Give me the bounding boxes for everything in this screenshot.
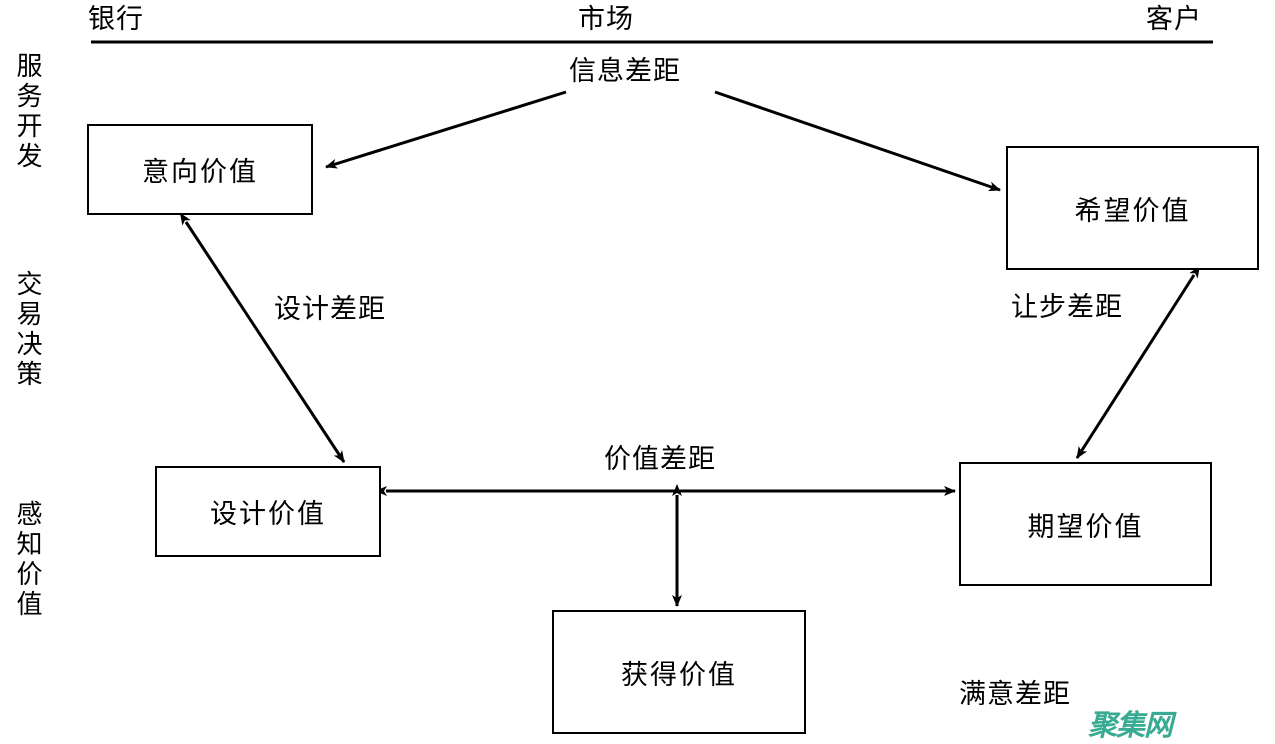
stage-label-perceived-value: 感知价值 <box>12 500 42 620</box>
gap-label-satisfaction: 满意差距 <box>959 679 1071 710</box>
node-design-value: 设计价值 <box>155 466 381 557</box>
column-header-customer: 客户 <box>1146 4 1202 35</box>
arrow-information-gap-left <box>325 90 567 169</box>
node-hope-value: 希望价值 <box>1006 146 1259 270</box>
node-intent-value: 意向价值 <box>87 124 313 215</box>
gap-label-concession: 让步差距 <box>1011 292 1123 323</box>
column-header-market: 市场 <box>578 4 634 35</box>
gap-label-information: 信息差距 <box>569 56 681 87</box>
node-obtained-value: 获得价值 <box>552 610 806 734</box>
column-header-bank: 银行 <box>88 4 144 35</box>
gap-label-design: 设计差距 <box>274 294 386 325</box>
arrow-design-gap <box>179 212 346 463</box>
arrow-information-gap-right <box>714 90 1001 192</box>
stage-label-service-development: 服务开发 <box>12 52 42 172</box>
gap-label-value: 价值差距 <box>604 444 716 475</box>
stage-label-transaction-decision: 交易决策 <box>12 270 42 390</box>
watermark-text: 聚集网 <box>1088 708 1173 742</box>
node-expected-value: 期望价值 <box>959 462 1212 586</box>
